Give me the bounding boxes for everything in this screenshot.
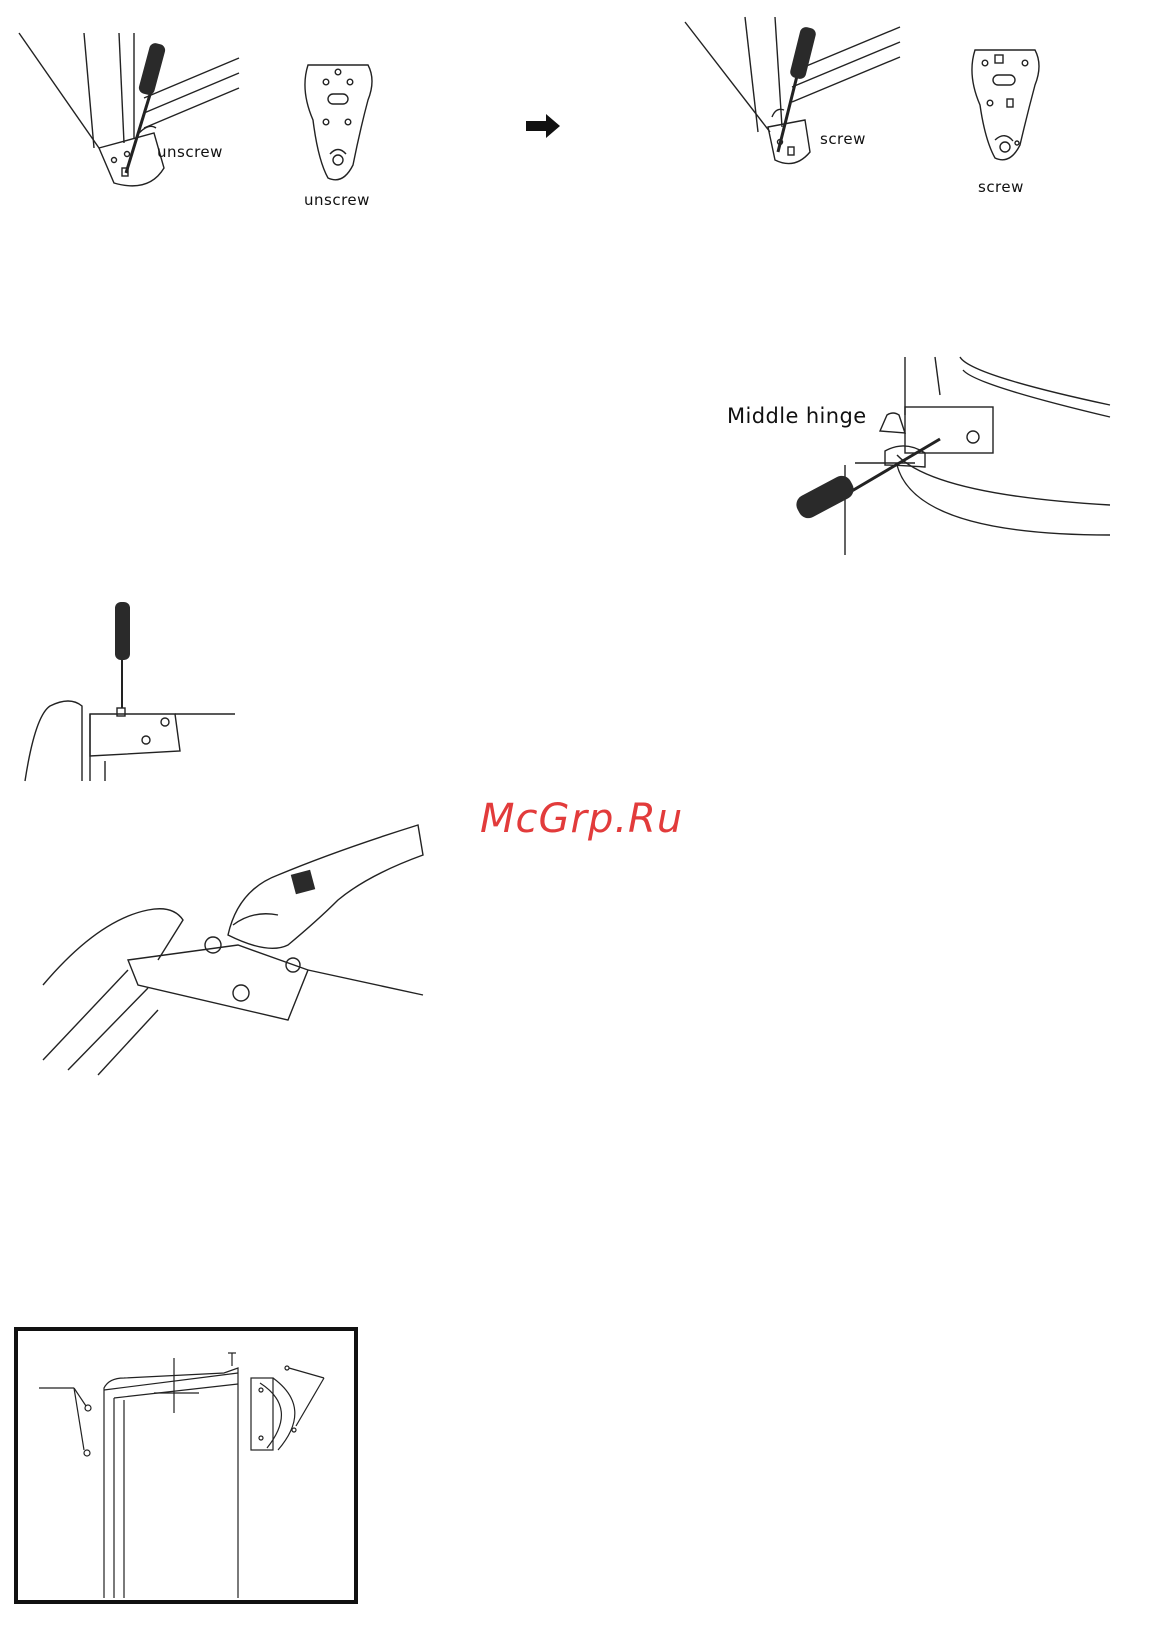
right-arrow-icon [526, 114, 562, 138]
unscrew-plate-illustration [298, 60, 378, 195]
top-hinge-screwdriver-illustration [20, 596, 240, 786]
unscrew-corner-label: unscrew [157, 143, 223, 161]
unscrew-corner-illustration [14, 28, 254, 208]
watermark: McGrp.Ru [480, 796, 683, 842]
door-handle-illustration [24, 1338, 349, 1596]
wrench-hinge-illustration [38, 820, 428, 1080]
unscrew-plate-label: unscrew [304, 191, 370, 209]
middle-hinge-illustration [785, 355, 1115, 555]
screw-plate-illustration [965, 45, 1045, 175]
screw-corner-illustration [680, 12, 910, 182]
screw-plate-label: screw [978, 178, 1024, 196]
screw-corner-label: screw [820, 130, 866, 148]
